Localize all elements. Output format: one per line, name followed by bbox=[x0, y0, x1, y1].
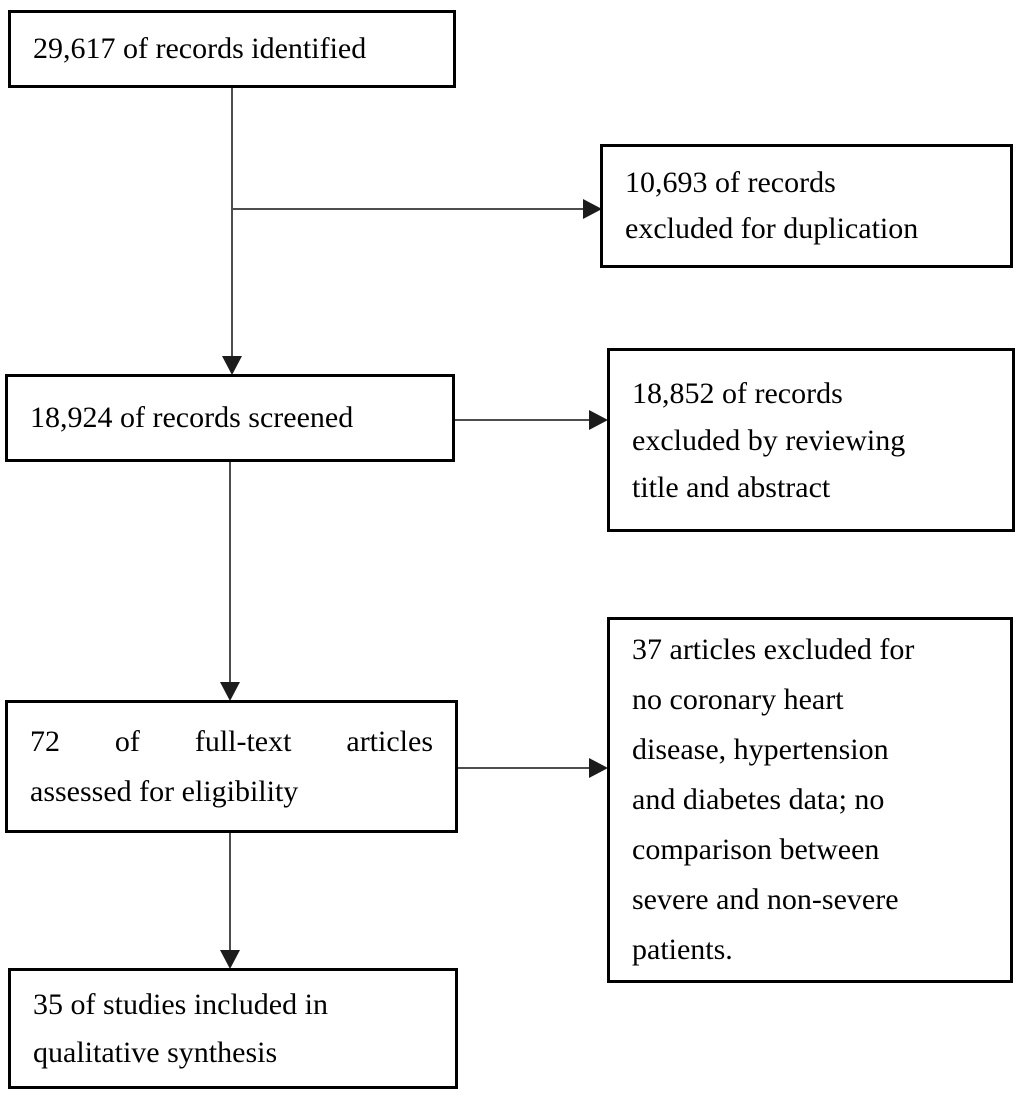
box-excluded-fulltext: 37 articles excluded for no coronary hea… bbox=[607, 617, 1013, 983]
box-excluded-fulltext-line-6: severe and non-severe bbox=[632, 883, 899, 916]
box-excluded-fulltext-line-1: 37 articles excluded for bbox=[632, 633, 915, 666]
connector-identified-to-screened bbox=[222, 88, 242, 375]
connector-to-excluded-fulltext bbox=[458, 758, 608, 778]
box-excluded-fulltext-line-2: no coronary heart bbox=[632, 683, 844, 716]
arrow-down-icon bbox=[220, 950, 240, 969]
box-fulltext-assessed-line-1: 72 of full-text articles bbox=[30, 724, 433, 758]
box-fulltext-assessed: 72 of full-text articles assessed for el… bbox=[5, 700, 458, 833]
box-records-screened-text: 18,924 of records screened bbox=[30, 401, 354, 434]
box-studies-included-line-2: qualitative synthesis bbox=[33, 1035, 278, 1069]
box-excluded-fulltext-line-3: disease, hypertension bbox=[632, 733, 889, 766]
box-excluded-title-abstract: 18,852 of records excluded by reviewing … bbox=[607, 348, 1015, 532]
connector-fulltext-to-included bbox=[220, 833, 240, 969]
box-excluded-fulltext-line-4: and diabetes data; no bbox=[632, 783, 885, 816]
box-excluded-fulltext-line-5: comparison between bbox=[632, 833, 880, 866]
arrow-right-icon bbox=[589, 410, 608, 430]
box-excluded-fulltext-line-7: patients. bbox=[632, 933, 733, 966]
connector-to-excluded-title-abstract bbox=[455, 410, 608, 430]
box-excluded-title-abstract-line-2: excluded by reviewing bbox=[632, 423, 906, 457]
box-excluded-duplication-line-2: excluded for duplication bbox=[625, 212, 919, 245]
connector-to-excluded-duplication bbox=[232, 199, 602, 219]
arrow-right-icon bbox=[589, 758, 608, 778]
box-excluded-duplication-line-1: 10,693 of records bbox=[625, 166, 836, 199]
box-records-identified-text: 29,617 of records identified bbox=[33, 32, 367, 65]
box-records-screened: 18,924 of records screened bbox=[5, 374, 455, 462]
box-fulltext-assessed-line-2: assessed for eligibility bbox=[30, 774, 299, 808]
box-excluded-title-abstract-line-1: 18,852 of records bbox=[632, 376, 843, 410]
box-excluded-duplication: 10,693 of records excluded for duplicati… bbox=[600, 144, 1013, 268]
box-studies-included-line-1: 35 of studies included in bbox=[33, 987, 328, 1021]
arrow-down-icon bbox=[220, 682, 240, 701]
box-excluded-title-abstract-line-3: title and abstract bbox=[632, 470, 831, 504]
arrow-down-icon bbox=[222, 356, 242, 375]
box-records-identified: 29,617 of records identified bbox=[8, 10, 456, 88]
box-studies-included: 35 of studies included in qualitative sy… bbox=[8, 968, 458, 1089]
connector-screened-to-fulltext bbox=[220, 462, 240, 701]
